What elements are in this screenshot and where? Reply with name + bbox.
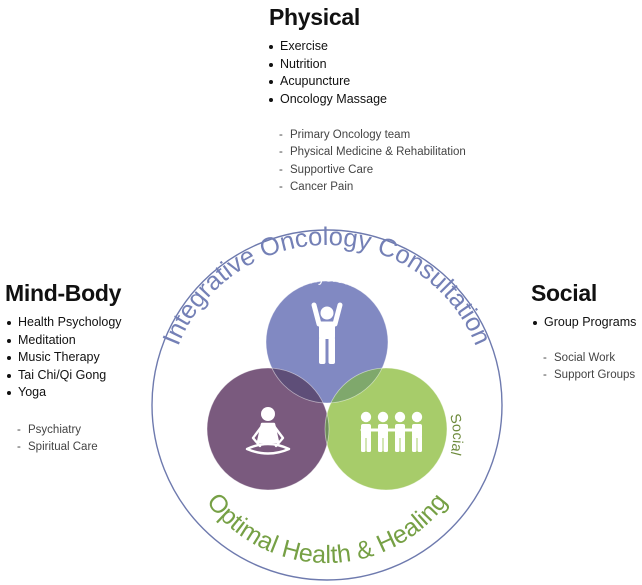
list-item: Spiritual Care xyxy=(16,439,98,457)
list-item: Support Groups xyxy=(542,367,635,385)
list-item: Health Psychology xyxy=(5,314,122,332)
physical-circle xyxy=(266,281,388,403)
meditation-person-icon xyxy=(245,407,291,455)
physical-heading: Physical xyxy=(269,4,360,30)
list-item: Yoga xyxy=(5,384,122,402)
list-item: Cancer Pain xyxy=(278,179,466,197)
list-item: Group Programs xyxy=(531,314,636,332)
mind-body-bullets: Health Psychology Meditation Music Thera… xyxy=(5,314,122,402)
person-arms-raised-icon xyxy=(311,302,343,364)
mind-body-heading: Mind-Body xyxy=(5,280,122,306)
list-item: Oncology Massage xyxy=(267,91,387,109)
physical-bullets: Exercise Nutrition Acupuncture Oncology … xyxy=(267,38,387,108)
list-item: Supportive Care xyxy=(278,162,466,180)
physical-section: Physical Exercise Nutrition Acupuncture … xyxy=(267,4,387,108)
list-item: Psychiatry xyxy=(16,422,98,440)
mind-body-services: Psychiatry Spiritual Care xyxy=(16,422,98,457)
mind-body-circle-label: Mind-Body xyxy=(184,395,209,473)
social-section: Social Group Programs xyxy=(531,280,636,332)
social-bullets: Group Programs xyxy=(531,314,636,332)
list-item: Nutrition xyxy=(267,56,387,74)
list-item: Meditation xyxy=(5,332,122,350)
list-item: Music Therapy xyxy=(5,349,122,367)
list-item: Acupuncture xyxy=(267,73,387,91)
list-item: Primary Oncology team xyxy=(278,127,466,145)
social-heading: Social xyxy=(531,280,597,306)
list-item: Physical Medicine & Rehabilitation xyxy=(278,144,466,162)
outer-ring xyxy=(151,229,503,581)
list-item: Social Work xyxy=(542,350,635,368)
people-holding-hands-icon xyxy=(360,411,423,452)
social-services: Social Work Support Groups xyxy=(542,350,635,385)
physical-services: Primary Oncology team Physical Medicine … xyxy=(278,127,466,197)
social-circle-label: Social xyxy=(446,412,465,457)
list-item: Exercise xyxy=(267,38,387,56)
physical-circle-label: Physical xyxy=(296,269,358,291)
mind-body-section: Mind-Body Health Psychology Meditation M… xyxy=(5,280,122,402)
list-item: Tai Chi/Qi Gong xyxy=(5,367,122,385)
